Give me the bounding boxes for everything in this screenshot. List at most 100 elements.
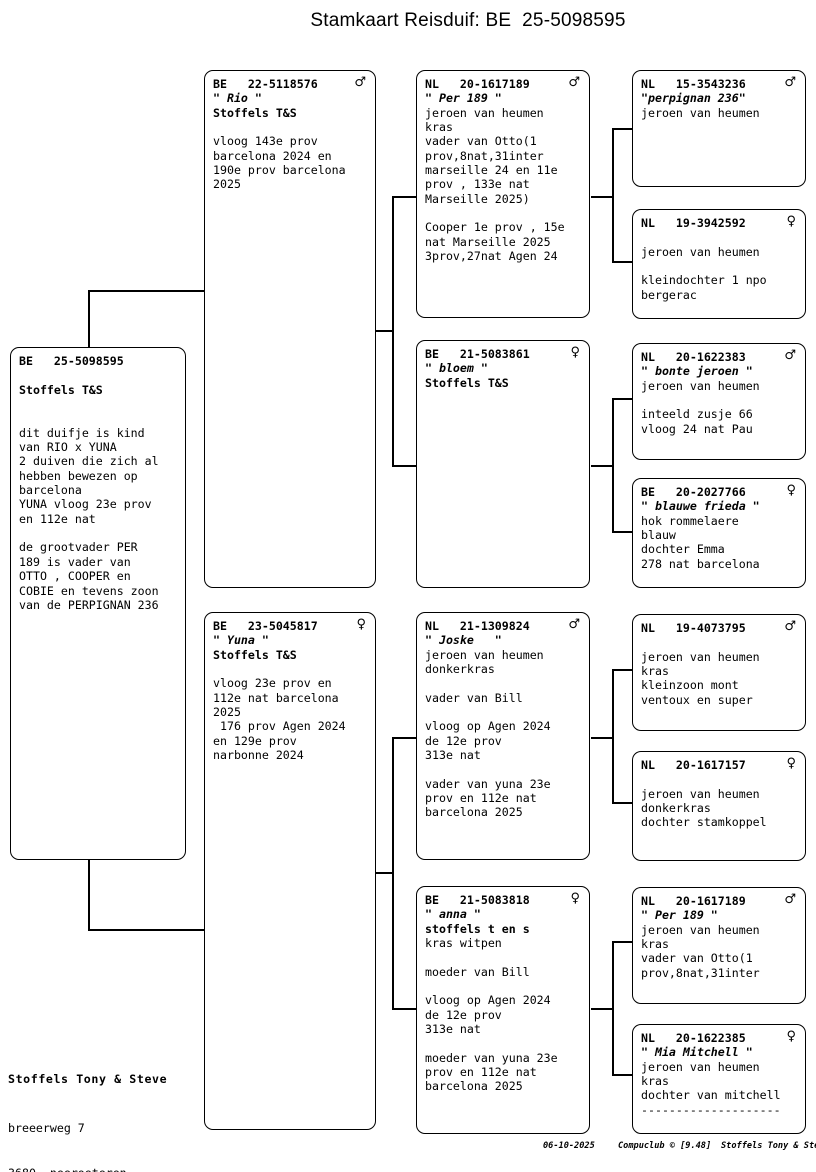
- connector-father-to-ff: [392, 196, 416, 198]
- fm-name: " bloem ": [425, 361, 488, 376]
- spacer: [425, 705, 589, 719]
- mmm-line: jeroen van heumen: [641, 1059, 760, 1074]
- subject-note-line: van RIO x YUNA: [19, 440, 117, 455]
- footer-date: 06-10-2025: [543, 1141, 595, 1151]
- mm-line: vloog op Agen 2024: [425, 993, 551, 1008]
- page-title: Stamkaart Reisduif: BE 25-5098595: [310, 10, 626, 31]
- mother-name: " Yuna ": [213, 633, 269, 648]
- connector-ff-to-fff: [612, 128, 632, 130]
- spacer: [641, 230, 805, 244]
- father-note-line: 2025: [213, 177, 241, 192]
- mff-ring: NL 19-4073795: [641, 621, 746, 635]
- mm-line: barcelona 2025: [425, 1079, 523, 1094]
- mf-name: " Joske ": [425, 633, 502, 648]
- card-subject[interactable]: BE 25-5098595 Stoffels T&S dit duifje is…: [10, 347, 186, 860]
- card-ggp-ffm[interactable]: ♀ NL 19-3942592 jeroen van heumen kleind…: [632, 209, 806, 319]
- ffm-ring: NL 19-3942592: [641, 216, 746, 230]
- subject-note-line: dit duifje is kind: [19, 425, 145, 440]
- mf-line: 313e nat: [425, 748, 481, 763]
- card-grandmother-paternal[interactable]: ♀ BE 21-5083861 " bloem " Stoffels T&S: [416, 340, 590, 588]
- connector-father-to-fm: [392, 465, 416, 467]
- fm-line: Stoffels T&S: [425, 375, 509, 390]
- fmf-line: jeroen van heumen: [641, 378, 760, 393]
- card-ggp-fmm[interactable]: ♀ BE 20-2027766 " blauwe frieda " hok ro…: [632, 478, 806, 588]
- connector-ff-spine: [612, 128, 614, 262]
- male-icon: ♂: [784, 619, 796, 634]
- connector-mm-to-mmf: [612, 941, 632, 943]
- owner-name: Stoffels Tony & Steve: [8, 1072, 168, 1086]
- mff-line: ventoux en super: [641, 692, 753, 707]
- card-mother[interactable]: ♀ BE 23-5045817 " Yuna " Stoffels T&S vl…: [204, 612, 376, 1130]
- mmf-line: kras: [641, 937, 669, 952]
- subject-note-line: en 112e nat: [19, 511, 96, 526]
- spacer: [213, 120, 375, 134]
- mm-line: moeder van Bill: [425, 964, 530, 979]
- mff-line: kras: [641, 664, 669, 679]
- ff-line: kras: [425, 120, 453, 135]
- owner-street: breeerweg 7: [8, 1121, 85, 1135]
- subject-note-line: COBIE en tevens zoon: [19, 583, 159, 598]
- spacer: [213, 662, 375, 676]
- mmf-ring: NL 20-1617189: [641, 894, 746, 908]
- footer-owner: Stoffels Tony & Steve: [721, 1141, 816, 1151]
- fmm-line: dochter Emma: [641, 542, 725, 557]
- owner-city: 3680 neeroeteren: [8, 1166, 167, 1172]
- mother-note-line: 176 prov Agen 2024: [213, 719, 346, 734]
- card-ggp-fff[interactable]: ♂ NL 15-3543236 "perpignan 236" jeroen v…: [632, 70, 806, 187]
- card-ggp-mff[interactable]: ♂ NL 19-4073795 jeroen van heumen kras k…: [632, 614, 806, 731]
- female-icon: ♀: [786, 756, 796, 771]
- card-ggp-mmf[interactable]: ♂ NL 20-1617189 " Per 189 " jeroen van h…: [632, 887, 806, 1004]
- mother-note-line: en 129e prov: [213, 733, 297, 748]
- father-note-line: barcelona 2024 en: [213, 148, 332, 163]
- mf-line: vader van Bill: [425, 690, 523, 705]
- card-grandfather-maternal[interactable]: ♂ NL 21-1309824 " Joske " jeroen van heu…: [416, 612, 590, 860]
- mfm-line: dochter stamkoppel: [641, 815, 767, 830]
- mfm-ring: NL 20-1617157: [641, 758, 746, 772]
- ff-name: " Per 189 ": [425, 91, 502, 106]
- mmm-ring: NL 20-1622385: [641, 1031, 746, 1045]
- owner-block: Stoffels Tony & Steve breeerweg 7 3680 n…: [8, 1042, 167, 1172]
- ffm-line: bergerac: [641, 287, 697, 302]
- spacer: [425, 1036, 589, 1050]
- ff-line: vader van Otto(1: [425, 134, 537, 149]
- mother-owner: Stoffels T&S: [213, 647, 297, 662]
- ff-line: marseille 24 en 11e: [425, 163, 558, 178]
- spacer: [19, 368, 185, 382]
- mm-line: moeder van yuna 23e: [425, 1050, 558, 1065]
- fmf-ring: NL 20-1622383: [641, 350, 746, 364]
- mfm-line: donkerkras: [641, 801, 711, 816]
- female-icon: ♀: [786, 1029, 796, 1044]
- mmf-line: jeroen van heumen: [641, 922, 760, 937]
- spacer: [425, 762, 589, 776]
- spacer: [641, 635, 805, 649]
- subject-note-line: 189 is vader van: [19, 554, 131, 569]
- subject-note-line: YUNA vloog 23e prov: [19, 497, 152, 512]
- card-ggp-fmf[interactable]: ♂ NL 20-1622383 " bonte jeroen " jeroen …: [632, 343, 806, 460]
- card-father[interactable]: ♂ BE 22-5118576 " Rio " Stoffels T&S vlo…: [204, 70, 376, 588]
- mmf-name: " Per 189 ": [641, 908, 718, 923]
- card-grandfather-paternal[interactable]: ♂ NL 20-1617189 " Per 189 " jeroen van h…: [416, 70, 590, 318]
- card-ggp-mfm[interactable]: ♀ NL 20-1617157 jeroen van heumen donker…: [632, 751, 806, 861]
- male-icon: ♂: [784, 75, 796, 90]
- mf-line: prov en 112e nat: [425, 791, 537, 806]
- card-ggp-mmm[interactable]: ♀ NL 20-1622385 " Mia Mitchell " jeroen …: [632, 1024, 806, 1134]
- ff-line: Cooper 1e prov , 15e: [425, 220, 565, 235]
- connector-mother-in: [376, 872, 393, 874]
- mf-line: jeroen van heumen: [425, 647, 544, 662]
- mf-ring: NL 21-1309824: [425, 619, 530, 633]
- mmf-line: prov,8nat,31inter: [641, 965, 760, 980]
- subject-note-line: 2 duiven die zich al: [19, 454, 159, 469]
- fmf-line: inteeld zusje 66: [641, 407, 753, 422]
- card-grandmother-maternal[interactable]: ♀ BE 21-5083818 " anna " stoffels t en s…: [416, 886, 590, 1134]
- subject-note-line: van de PERPIGNAN 236: [19, 597, 159, 612]
- connector-subject-to-father: [88, 290, 204, 292]
- spacer: [641, 259, 805, 273]
- connector-fm-to-fmm: [612, 531, 632, 533]
- subject-note-line: OTTO , COOPER en: [19, 569, 131, 584]
- connector-fm-in: [591, 465, 613, 467]
- fm-ring: BE 21-5083861: [425, 347, 530, 361]
- female-icon: ♀: [570, 891, 580, 906]
- female-icon: ♀: [356, 617, 366, 632]
- fmm-line: hok rommelaere: [641, 513, 739, 528]
